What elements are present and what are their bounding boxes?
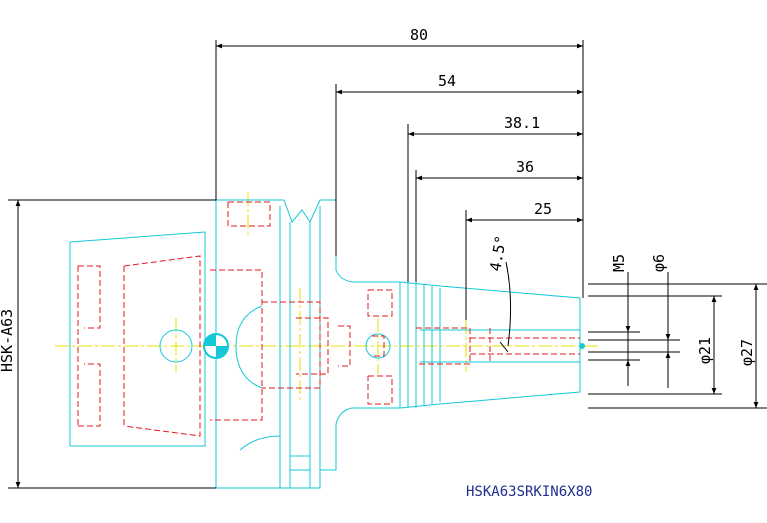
dim-interface: HSK-A63 — [0, 309, 16, 372]
dim-dia-21: φ21 — [696, 337, 714, 364]
dim-length-54: 54 — [438, 72, 456, 90]
dim-length-total: 80 — [410, 26, 428, 44]
dim-dia-6: φ6 — [650, 254, 668, 272]
dim-angle: 4.5° — [486, 234, 510, 273]
drawing-title: HSKA63SRKIN6X80 — [466, 484, 592, 500]
hidden-lines — [77, 201, 580, 437]
dim-length-38: 38.1 — [504, 114, 540, 132]
dim-dia-27: φ27 — [738, 339, 756, 366]
center-lines — [55, 192, 598, 400]
dim-length-25: 25 — [534, 200, 552, 218]
dim-length-36: 36 — [516, 158, 534, 176]
holder-outline — [69, 199, 585, 489]
dim-thread: M5 — [610, 254, 628, 272]
dimension-lines — [8, 40, 767, 489]
